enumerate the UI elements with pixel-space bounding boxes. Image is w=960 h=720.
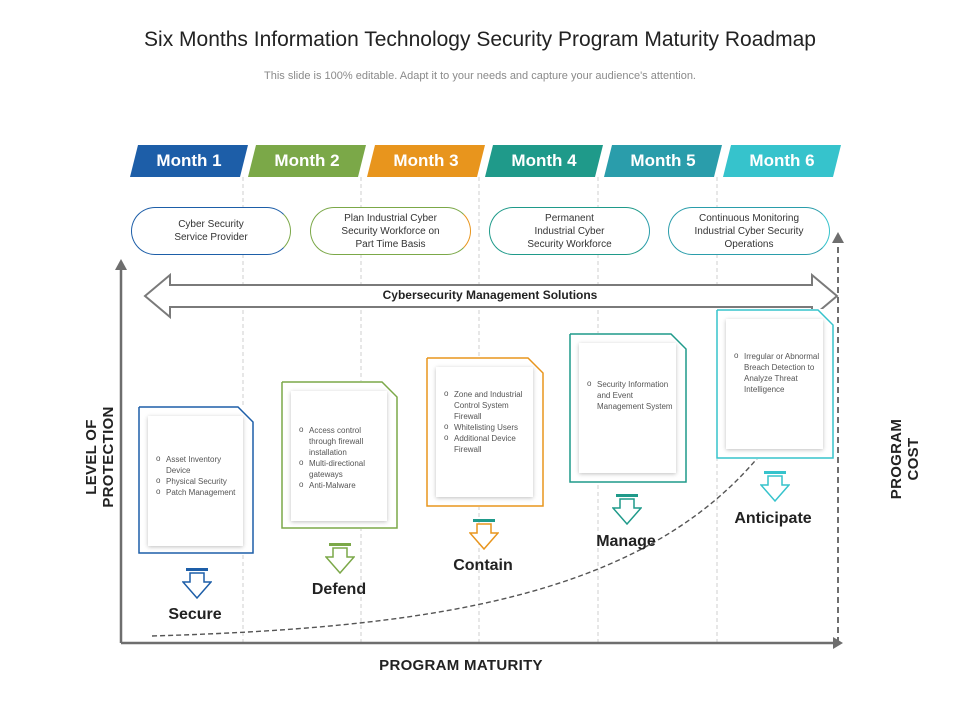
card-list: Security Information and Event Managemen… [579,343,676,412]
card-frame [281,381,398,529]
list-item: Anti-Malware [299,479,387,491]
card-document: Security Information and Event Managemen… [579,343,676,473]
cost-axis-arrowhead [832,232,844,243]
month-header-label: Month 6 [749,151,815,170]
month-header-label: Month 3 [393,151,459,170]
month-header-5: Month 5 [604,145,722,177]
stage-label-defend: Defend [311,581,367,598]
pill-permanent-workforce: Permanent Industrial Cyber Security Work… [489,207,650,255]
list-item: Whitelisting Users [444,421,533,433]
month-header-1: Month 1 [130,145,248,177]
stage-card-manage: Security Information and Event Managemen… [569,333,687,483]
x-axis-label: PROGRAM MATURITY [379,657,543,674]
list-item: Patch Management [156,486,243,498]
stage-card-defend: Access control through firewall installa… [281,381,398,529]
month-header-label: Month 4 [511,151,577,170]
page-title: Six Months Information Technology Securi… [144,28,816,51]
list-item: Asset Inventory Device [156,453,243,476]
list-item: Zone and Industrial Control System Firew… [444,388,533,422]
y-axis-arrowhead [115,259,127,270]
y-axis-label: LEVEL OF PROTECTION [83,406,117,508]
banner-arrow [143,272,839,320]
list-item: Multi-directional gateways [299,457,387,480]
banner-label: Cybersecurity Management Solutions [382,288,598,302]
cost-axis-label: PROGRAM COST [888,418,922,500]
pill-plan-industrial-workforce: Plan Industrial Cyber Security Workforce… [310,207,471,255]
list-item: Access control through firewall installa… [299,424,387,458]
list-item: Additional Device Firewall [444,432,533,455]
card-list: Asset Inventory Device Physical Security… [148,416,243,498]
down-arrow-icon [325,543,355,575]
down-arrow-icon [469,519,499,551]
card-document: Asset Inventory Device Physical Security… [148,416,243,546]
card-frame [426,357,544,507]
stage-label-secure: Secure [168,606,222,623]
stage-label-contain: Contain [453,557,513,574]
stage-card-secure: Asset Inventory Device Physical Security… [138,406,254,554]
list-item: Irregular or Abnormal Breach Detection t… [734,350,823,395]
month-header-label: Month 1 [156,151,222,170]
list-item: Security Information and Event Managemen… [587,378,676,412]
maturity-curve [151,454,761,637]
month-header-3: Month 3 [367,145,485,177]
card-document: Irregular or Abnormal Breach Detection t… [726,319,823,449]
card-list: Irregular or Abnormal Breach Detection t… [726,319,823,395]
month-header-2: Month 2 [248,145,366,177]
month-header-label: Month 5 [630,151,696,170]
down-arrow-icon [612,494,642,526]
card-frame [716,309,834,459]
month-header-label: Month 2 [274,151,340,170]
month-header-6: Month 6 [723,145,841,177]
card-frame [138,406,254,554]
stage-label-anticipate: Anticipate [734,510,812,527]
card-document: Zone and Industrial Control System Firew… [436,367,533,497]
down-arrow-icon [182,568,212,600]
list-item: Physical Security [156,475,243,487]
pill-continuous-monitoring: Continuous Monitoring Industrial Cyber S… [668,207,830,255]
card-list: Access control through firewall installa… [291,391,387,491]
down-arrow-icon [760,471,790,503]
stage-card-contain: Zone and Industrial Control System Firew… [426,357,544,507]
pill-cyber-security-service-provider: Cyber Security Service Provider [131,207,291,255]
stage-card-anticipate: Irregular or Abnormal Breach Detection t… [716,309,834,459]
card-list: Zone and Industrial Control System Firew… [436,367,533,455]
card-frame [569,333,687,483]
month-header-4: Month 4 [485,145,603,177]
stage-label-manage: Manage [596,533,656,550]
page-subtitle: This slide is 100% editable. Adapt it to… [264,70,696,82]
card-document: Access control through firewall installa… [291,391,387,521]
